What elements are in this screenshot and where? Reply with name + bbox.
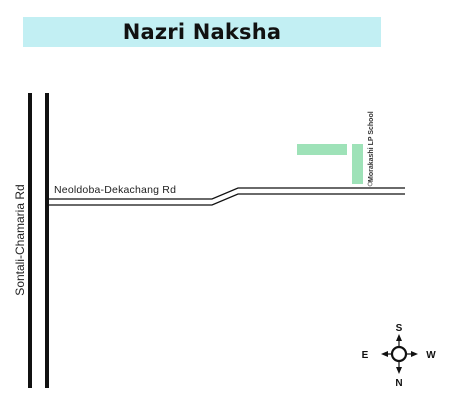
compass-arrow-left — [381, 351, 388, 357]
school-location-icon — [367, 181, 373, 187]
compass-ring — [390, 345, 408, 363]
horizontal-road-label: Neoldoba-Dekachang Rd — [54, 184, 176, 196]
horizontal-road — [47, 187, 405, 206]
compass-icon: S N E W — [362, 323, 437, 389]
title-banner: Nazri Naksha — [23, 17, 381, 47]
compass-label-south: S — [396, 323, 403, 334]
vertical-road-label: Sontali-Chamaria Rd — [13, 184, 27, 295]
compass-label-north: N — [395, 378, 402, 389]
plot-horizontal-strip — [297, 144, 347, 155]
school-label: Morakashi LP School — [368, 111, 375, 182]
compass-label-west: W — [426, 350, 436, 361]
compass-arrow-up — [396, 334, 402, 341]
compass-arrow-right — [411, 351, 418, 357]
compass-arrow-down — [396, 367, 402, 374]
land-plot — [297, 144, 363, 184]
plot-vertical-strip — [352, 144, 363, 184]
horizontal-road-top-edge — [47, 187, 405, 200]
horizontal-road-bottom-edge — [47, 193, 405, 206]
vertical-road — [28, 93, 49, 388]
compass-label-east: E — [362, 350, 369, 361]
map-title: Nazri Naksha — [122, 20, 282, 44]
school-landmark: Morakashi LP School — [367, 111, 375, 187]
